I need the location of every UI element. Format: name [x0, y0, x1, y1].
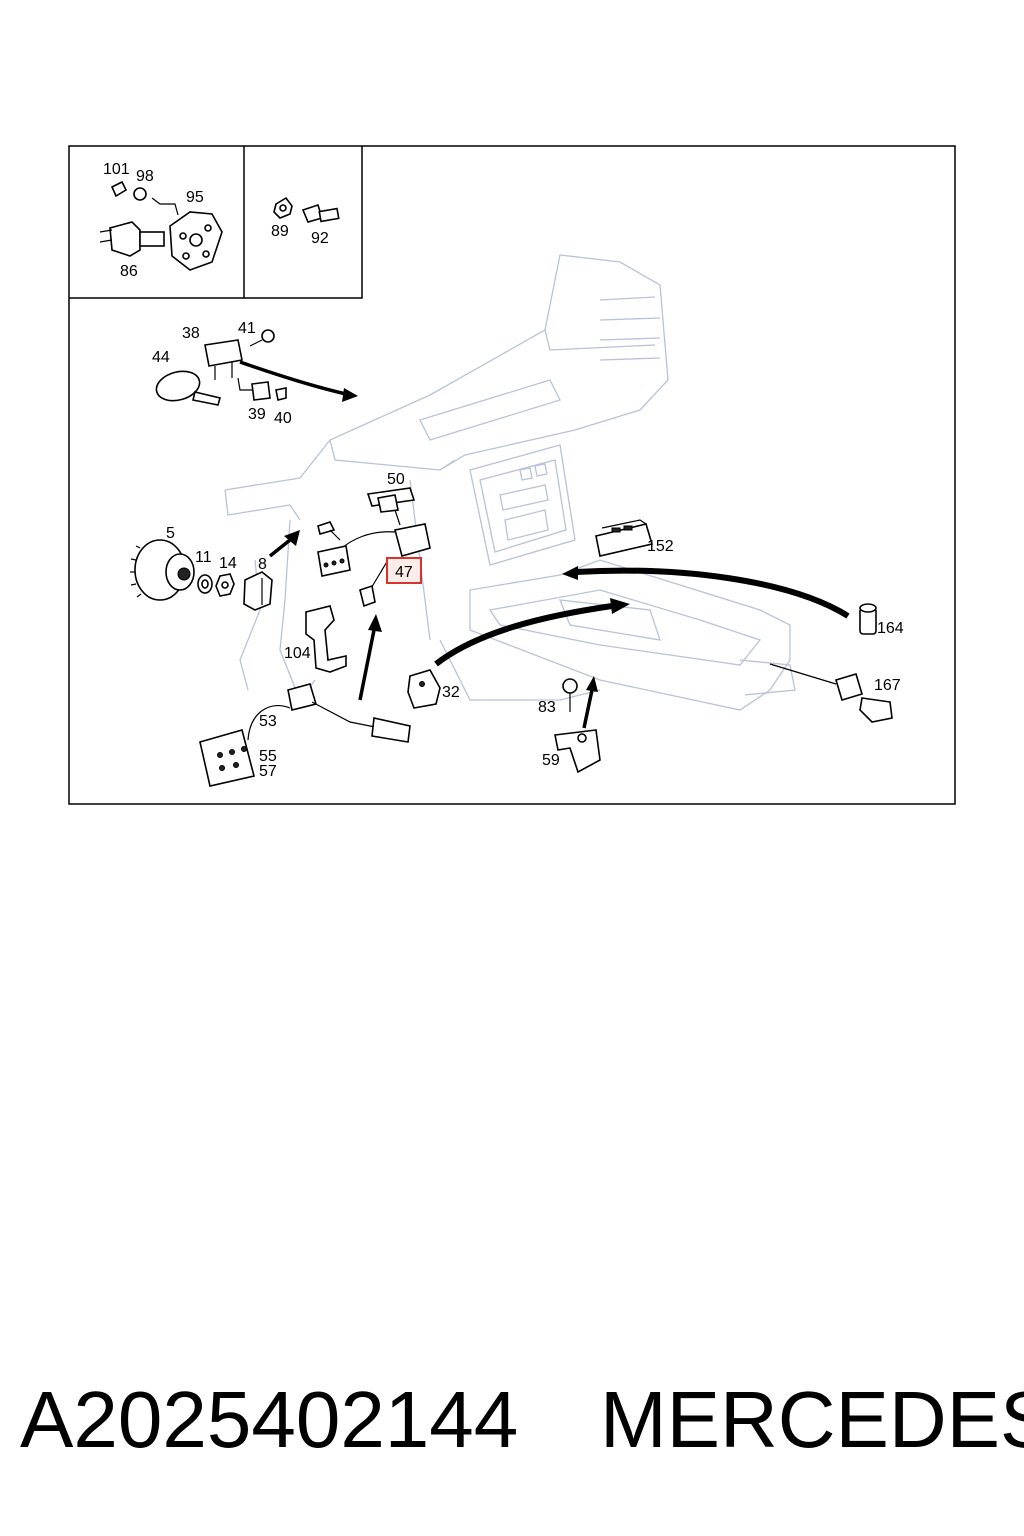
- part-47-combination-switch: [317, 521, 431, 608]
- callout-101: 101: [103, 161, 130, 178]
- callout-32: 32: [442, 684, 460, 701]
- part-152-switch-panel: [595, 519, 654, 557]
- arrow-59-to-console: [582, 676, 598, 729]
- arrow-104-to-dash: [358, 614, 382, 701]
- callout-47: 47: [395, 564, 413, 581]
- callout-14: 14: [219, 555, 237, 572]
- part-32-switch: [407, 669, 441, 709]
- part-92-bolt: [301, 203, 340, 223]
- arrow-164-to-console: [562, 566, 850, 619]
- highlight-box-47: [386, 557, 422, 584]
- part-39-40-clips: [237, 377, 287, 401]
- arrow-38-to-dash: [239, 360, 358, 402]
- callout-89: 89: [271, 223, 289, 240]
- part-59-bracket: [554, 729, 601, 774]
- brand-name: MERCEDES: [600, 1375, 1024, 1464]
- inset-box-left: [69, 146, 245, 299]
- callout-11: 11: [195, 549, 212, 566]
- callout-39: 39: [248, 406, 266, 423]
- part-104-bracket: [305, 605, 347, 673]
- part-11-washer: [197, 574, 213, 594]
- arrow-8-to-dash: [268, 530, 300, 558]
- part-164-sensor: [859, 603, 877, 635]
- part-41-screw: [249, 329, 275, 347]
- callout-40: 40: [274, 410, 292, 427]
- callout-83: 83: [538, 699, 556, 716]
- callout-59: 59: [542, 752, 560, 769]
- parts-diagram: 101 98 95 86 89 92 38 41 44 39 40 50 5 1…: [68, 145, 956, 805]
- part-14-nut: [215, 573, 235, 597]
- callout-8: 8: [258, 556, 267, 573]
- part-167-switch: [769, 663, 893, 723]
- footer: A2025402144 MERCEDES: [20, 1370, 1024, 1470]
- callout-50: 50: [387, 471, 405, 488]
- part-5-lock-cylinder: [130, 539, 195, 601]
- callout-95: 95: [186, 189, 204, 206]
- inset-box-right: [244, 146, 363, 299]
- callout-41: 41: [238, 320, 256, 337]
- callout-53: 53: [259, 713, 277, 730]
- callout-44: 44: [152, 349, 170, 366]
- arrow-32-to-console: [434, 598, 630, 667]
- part-89-nut: [273, 196, 293, 219]
- callout-167: 167: [874, 677, 901, 694]
- part-number: A2025402144: [20, 1375, 519, 1464]
- callout-104: 104: [284, 645, 311, 662]
- callout-86: 86: [120, 263, 138, 280]
- diagram-frame: [68, 145, 956, 805]
- part-83-screw: [562, 678, 578, 712]
- part-44-cable-tie: [155, 370, 221, 406]
- part-38-relay: [204, 339, 243, 380]
- part-95-plate: [169, 211, 223, 271]
- part-8-knob: [243, 571, 273, 611]
- part-53-lever-assembly: [247, 683, 411, 743]
- dashboard-ghost-outline: [224, 254, 796, 711]
- part-86-switch: [99, 180, 179, 257]
- callout-92: 92: [311, 230, 329, 247]
- callout-5: 5: [166, 525, 175, 542]
- part-55-57-connector: [199, 729, 255, 787]
- callout-57: 57: [259, 763, 277, 780]
- callout-152: 152: [647, 538, 674, 555]
- callout-98: 98: [136, 168, 154, 185]
- callout-164: 164: [877, 620, 904, 637]
- callout-38: 38: [182, 325, 200, 342]
- part-50-connectors: [366, 487, 416, 526]
- callout-55: 55: [259, 748, 277, 765]
